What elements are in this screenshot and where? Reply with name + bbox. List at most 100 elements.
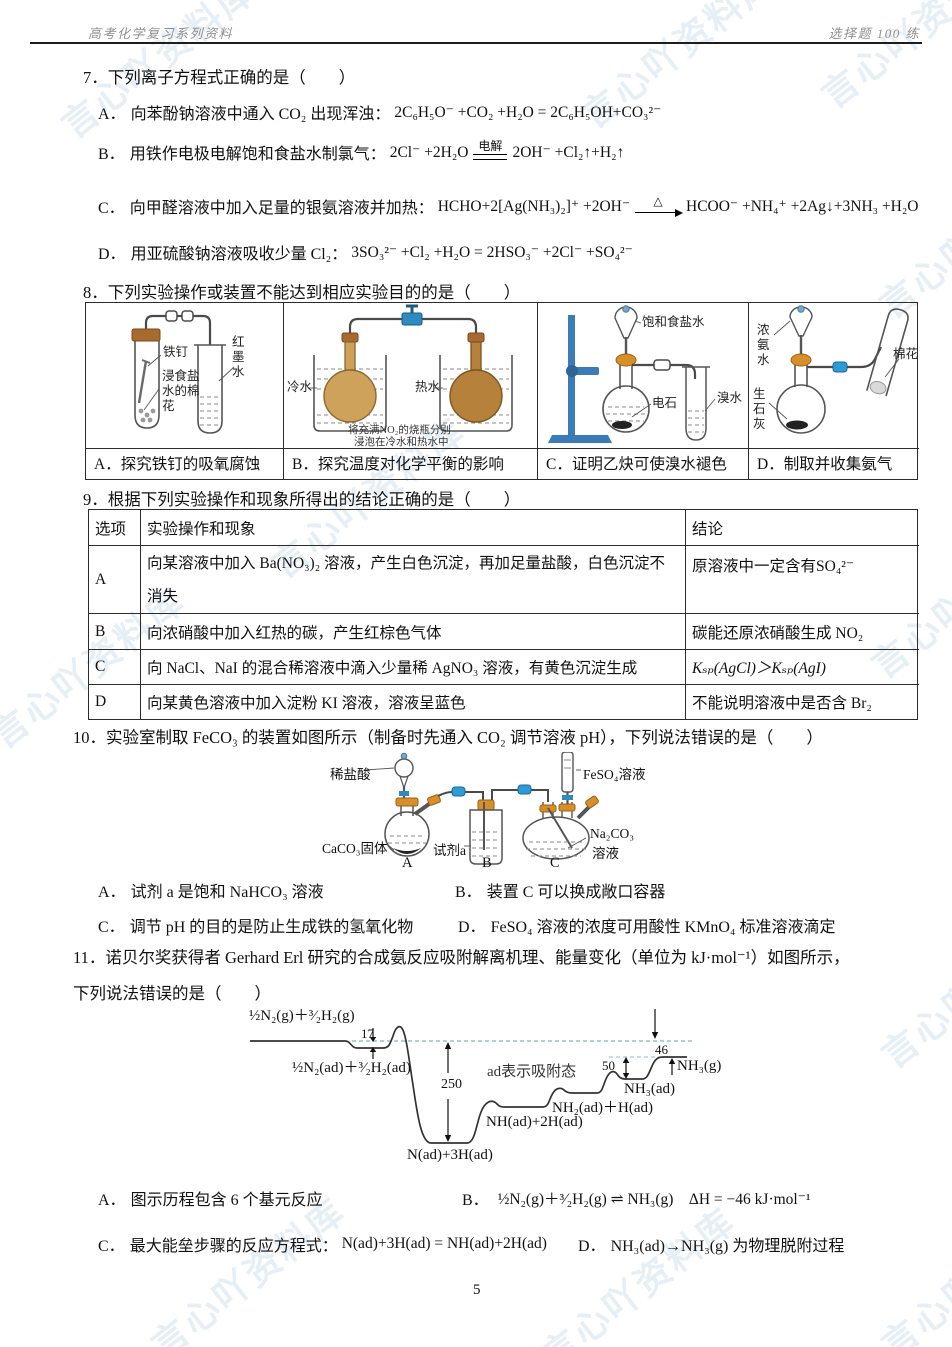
chem-equation-post: HCOO⁻ +NH₄⁺ +2Ag↓+3NH₃ +H₂O: [686, 197, 919, 215]
double-line: [473, 153, 508, 160]
label-cotton: 棉花: [893, 347, 919, 361]
q7-option-a: A． 向苯酚钠溶液中通入 CO₂ 出现浑浊： 2C₆H₅O⁻ +CO₂ +H₂O…: [98, 100, 661, 124]
option-label: A．: [98, 884, 126, 901]
chem-equation: 3SO₃²⁻ +Cl₂ +H₂O = 2HSO₃⁻ +2Cl⁻ +SO₄²⁻: [351, 243, 633, 261]
ammonia-preparation-apparatus: [768, 305, 909, 434]
q9-conclusion-table: 选项 实验操作和现象 结论 A 向某溶液中加入 Ba(NO₃)₂ 溶液，产生白色…: [88, 509, 919, 720]
header-right-title: 选择题 100 练: [828, 26, 920, 41]
feco3-preparation-apparatus: [365, 752, 599, 865]
watermark: 言心吖资料库: [814, 0, 952, 117]
note-no2-flasks-line2: 浸泡在冷水和热水中: [354, 437, 449, 448]
q8-caption-a: A．探究铁钉的吸氧腐蚀: [86, 448, 284, 479]
q8-apparatus-table: 铁钉 浸食盐水的棉花 红墨水: [85, 302, 919, 480]
label-conc-ammonia: 浓氨水: [757, 323, 770, 367]
vessel-letter-a: A: [402, 855, 413, 871]
label-iron-nail: 铁钉: [163, 345, 189, 359]
level-label-nh2-h: NH₂(ad)＋H(ad): [552, 1100, 654, 1116]
option-text: 装置 C 可以换成敞口容器: [486, 884, 666, 901]
header-rule: [30, 42, 922, 44]
label-red-ink: 红墨水: [232, 335, 245, 379]
heated-arrow-sign: △: [635, 194, 684, 217]
label-hot-water: 热水: [415, 380, 441, 394]
q11-option-c: C． 最大能垒步骤的反应方程式： N(ad)+3H(ad) = NH(ad)+2…: [98, 1232, 547, 1256]
chem-equation: 2C₆H₅O⁻ +CO₂ +H₂O = 2C₆H₅OH+CO₃²⁻: [394, 103, 662, 121]
value-46: 46: [655, 1042, 668, 1057]
q9-header-conclusion: 结论: [686, 510, 919, 546]
q10-stem: 10．实验室制取 FeCO₃ 的装置如图所示（制备时先通入 CO₂ 调节溶液 p…: [73, 728, 823, 747]
watermark: 言心吖资料库: [534, 1200, 744, 1347]
q7-stem: 7．下列离子方程式正确的是（ ）: [83, 68, 356, 87]
q11-option-b: B． ½N₂(g)＋³⁄₂H₂(g) ⇌ NH₃(g) ΔH = −46 kJ·…: [462, 1186, 811, 1210]
option-label: C．: [98, 919, 125, 936]
q8-stem: 8．下列实验操作或装置不能达到相应实验目的的是（ ）: [83, 283, 521, 302]
option-text: 试剂 a 是饱和 NaHCO₃ 溶液: [130, 884, 324, 901]
q9-row-b-conclusion: 碳能还原浓硝酸生成 NO₂: [686, 614, 919, 650]
watermark: 言心吖资料库: [874, 900, 952, 1077]
option-label: D．: [578, 1238, 606, 1255]
option-label: B．: [462, 1192, 489, 1209]
q11-stem-line1: 11．诺贝尔奖获得者 Gerhard Erl 研究的合成氨反应吸附解离机理、能量…: [73, 948, 850, 967]
q11-stem-line2: 下列说法错误的是（ ）: [73, 984, 271, 1003]
q9-row-b-operation: 向浓硝酸中加入红热的碳，产生红棕色气体: [141, 614, 686, 650]
option-text: 用亚硫酸钠溶液吸收少量 Cl₂：: [130, 246, 348, 263]
q9-row-d-conclusion: 不能说明溶液中是否含 Br₂: [692, 695, 872, 712]
q10-option-b: B． 装置 C 可以换成敞口容器: [455, 878, 665, 902]
q11-energy-diagram: ½N₂(g)＋³⁄₂H₂(g) 17 ½N₂(ad)＋³⁄₂H₂(ad) 250…: [235, 1000, 721, 1172]
note-no2-flasks-line1: 将充满NO₂的烧瓶分别: [348, 425, 451, 436]
label-quicklime: 生石灰: [753, 387, 766, 431]
q8-figure-b: 冷水 热水 将充满NO₂的烧瓶分别 浸泡在冷水和热水中: [284, 303, 538, 448]
option-text: 向甲醛溶液中加入足量的银氨溶液并加热：: [129, 200, 434, 217]
option-text: NH₃(ad)→NH₃(g) 为物理脱附过程: [610, 1238, 845, 1255]
label-reagent-a: 试剂a: [433, 843, 466, 858]
q9-row-a-operation: 向某溶液中加入 Ba(NO₃)₂ 溶液，产生白色沉淀，再加足量盐酸，白色沉淀不消…: [141, 546, 686, 614]
option-text: 向苯酚钠溶液中通入 CO₂ 出现浑浊：: [130, 106, 391, 123]
level-label-n-3h: N(ad)+3H(ad): [407, 1147, 493, 1163]
watermark: 言心吖资料库: [872, 150, 952, 327]
q11-option-a: A． 图示历程包含 6 个基元反应: [98, 1186, 323, 1210]
q9-row-d-option: D: [89, 685, 141, 719]
watermark: 言心吖资料库: [874, 1190, 952, 1347]
q10-option-d: D． FeSO₄ 溶液的浓度可用酸性 KMnO₄ 标准溶液滴定: [458, 913, 836, 937]
level-label-n2-h2-gas: ½N₂(g)＋³⁄₂H₂(g): [249, 1008, 355, 1024]
header-left-title: 高考化学复习系列资料: [88, 26, 234, 41]
q8-figure-d: 浓氨水 棉花 生石灰: [749, 303, 919, 448]
q9-row-c-option: C: [89, 650, 141, 685]
q8-caption-c: C．证明乙炔可使溴水褪色: [538, 448, 749, 479]
q9-row-b-option: B: [89, 614, 141, 650]
level-label-nh-2h: NH(ad)+2H(ad): [486, 1114, 583, 1130]
q7-option-c: C． 向甲醛溶液中加入足量的银氨溶液并加热： HCHO+2[Ag(NH₃)₂]⁺…: [98, 194, 918, 218]
temperature-equilibrium-apparatus: [308, 304, 513, 432]
option-label: C．: [98, 1238, 125, 1255]
condition-label: 电解: [478, 139, 503, 154]
q9-row-a-conclusion: 原溶液中一定含有SO₄²⁻: [686, 546, 919, 614]
label-cold-water: 冷水: [287, 380, 313, 394]
q10-option-c: C． 调节 pH 的目的是防止生成铁的氢氧化物: [98, 913, 413, 937]
option-label: A．: [98, 106, 126, 123]
option-label: D．: [98, 246, 126, 263]
note-ad-adsorbed-state: ad表示吸附态: [487, 1064, 577, 1080]
q7-option-d: D． 用亚硫酸钠溶液吸收少量 Cl₂： 3SO₃²⁻ +Cl₂ +H₂O = 2…: [98, 240, 633, 264]
level-label-nh3-adsorbed: NH₃(ad): [624, 1081, 676, 1097]
label-caco3-solid: CaCO₃固体: [322, 841, 388, 856]
q8-caption-d: D．制取并收集氨气: [749, 448, 919, 479]
level-label-n2-h2-adsorbed: ½N₂(ad)＋³⁄₂H₂(ad): [292, 1060, 411, 1076]
option-text: FeSO₄ 溶液的浓度可用酸性 KMnO₄ 标准溶液滴定: [490, 919, 836, 936]
chem-equation-pre: 2Cl⁻ +2H₂O: [389, 143, 469, 161]
label-bromine-water: 溴水: [717, 391, 743, 405]
value-50: 50: [602, 1058, 615, 1073]
value-17: 17: [361, 1026, 374, 1041]
page-number: 5: [473, 1282, 481, 1298]
label-feso4-solution: FeSO₄溶液: [583, 767, 646, 782]
electrolysis-equals-sign: 电解: [473, 139, 508, 160]
option-label: A．: [98, 1192, 126, 1209]
q7-option-b: B． 用铁作电极电解饱和食盐水制氯气： 2Cl⁻ +2H₂O 电解 2OH⁻ +…: [98, 139, 625, 164]
q9-row-c-conclusion: Kₛₚ(AgCl)＞Kₛₚ(AgI): [686, 650, 919, 685]
q9-stem: 9．根据下列实验操作和现象所得出的结论正确的是（ ）: [83, 490, 521, 509]
q8-caption-b: B．探究温度对化学平衡的影响: [284, 448, 538, 479]
option-text: 图示历程包含 6 个基元反应: [130, 1192, 323, 1209]
level-label-nh3-gas: NH₃(g): [677, 1058, 722, 1074]
label-na2co3: Na₂CO₃: [590, 826, 634, 841]
chem-equation-post: 2OH⁻ +Cl₂↑+H₂↑: [512, 143, 625, 161]
q10-figure: 稀盐酸 CaCO₃固体 试剂a FeSO₄溶液 Na₂CO₃ 溶液 A B C: [300, 752, 700, 871]
